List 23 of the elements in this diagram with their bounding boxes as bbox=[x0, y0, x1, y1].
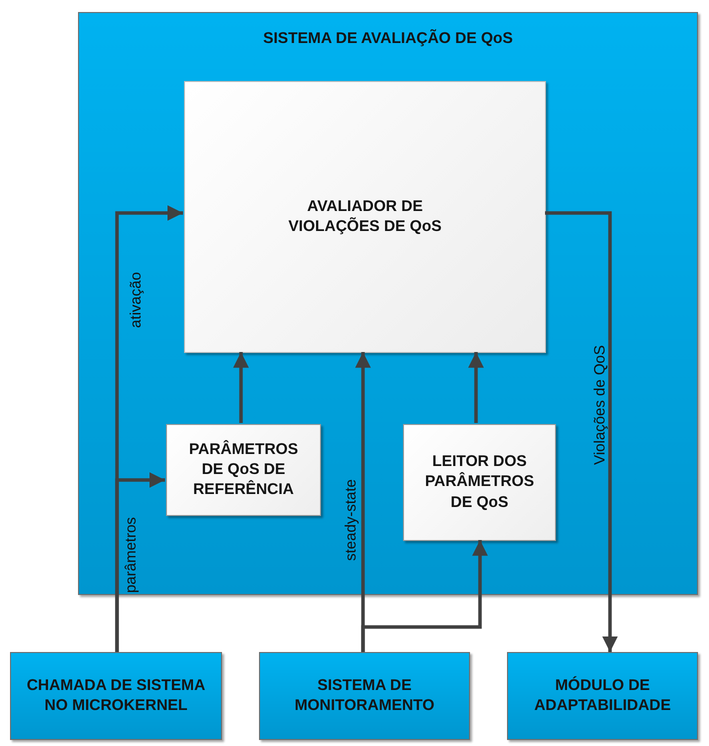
edge-label: parâmetros bbox=[122, 517, 140, 593]
arrow bbox=[545, 211, 618, 652]
edge-label: ativação bbox=[128, 272, 144, 328]
box-label: MÓDULO DE ADAPTABILIDADE bbox=[533, 676, 672, 716]
box-label: AVALIADOR DE VIOLAÇÕES DE QoS bbox=[287, 196, 443, 237]
arrow bbox=[115, 472, 165, 652]
box-label: CHAMADA DE SISTEMA NO MICROKERNEL bbox=[26, 676, 206, 716]
process-box bbox=[184, 81, 546, 353]
process-box bbox=[259, 652, 470, 740]
container-title: SISTEMA DE AVALIAÇÃO DE QoS bbox=[262, 29, 514, 49]
edge-label: Violações de QoS bbox=[592, 345, 608, 465]
arrow bbox=[361, 540, 488, 652]
arrow bbox=[468, 352, 484, 423]
edge-label: steady-state bbox=[342, 479, 360, 561]
process-box bbox=[507, 652, 698, 740]
process-box bbox=[166, 424, 321, 516]
box-label: PARÂMETROS DE QoS DE REFERÊNCIA bbox=[188, 440, 300, 500]
box-label: LEITOR DOS PARÂMETROS DE QoS bbox=[424, 452, 536, 513]
process-box bbox=[10, 652, 222, 740]
arrow bbox=[233, 352, 249, 423]
box-label: SISTEMA DE MONITORAMENTO bbox=[294, 676, 436, 716]
system-container bbox=[78, 12, 698, 595]
process-box bbox=[403, 424, 556, 541]
